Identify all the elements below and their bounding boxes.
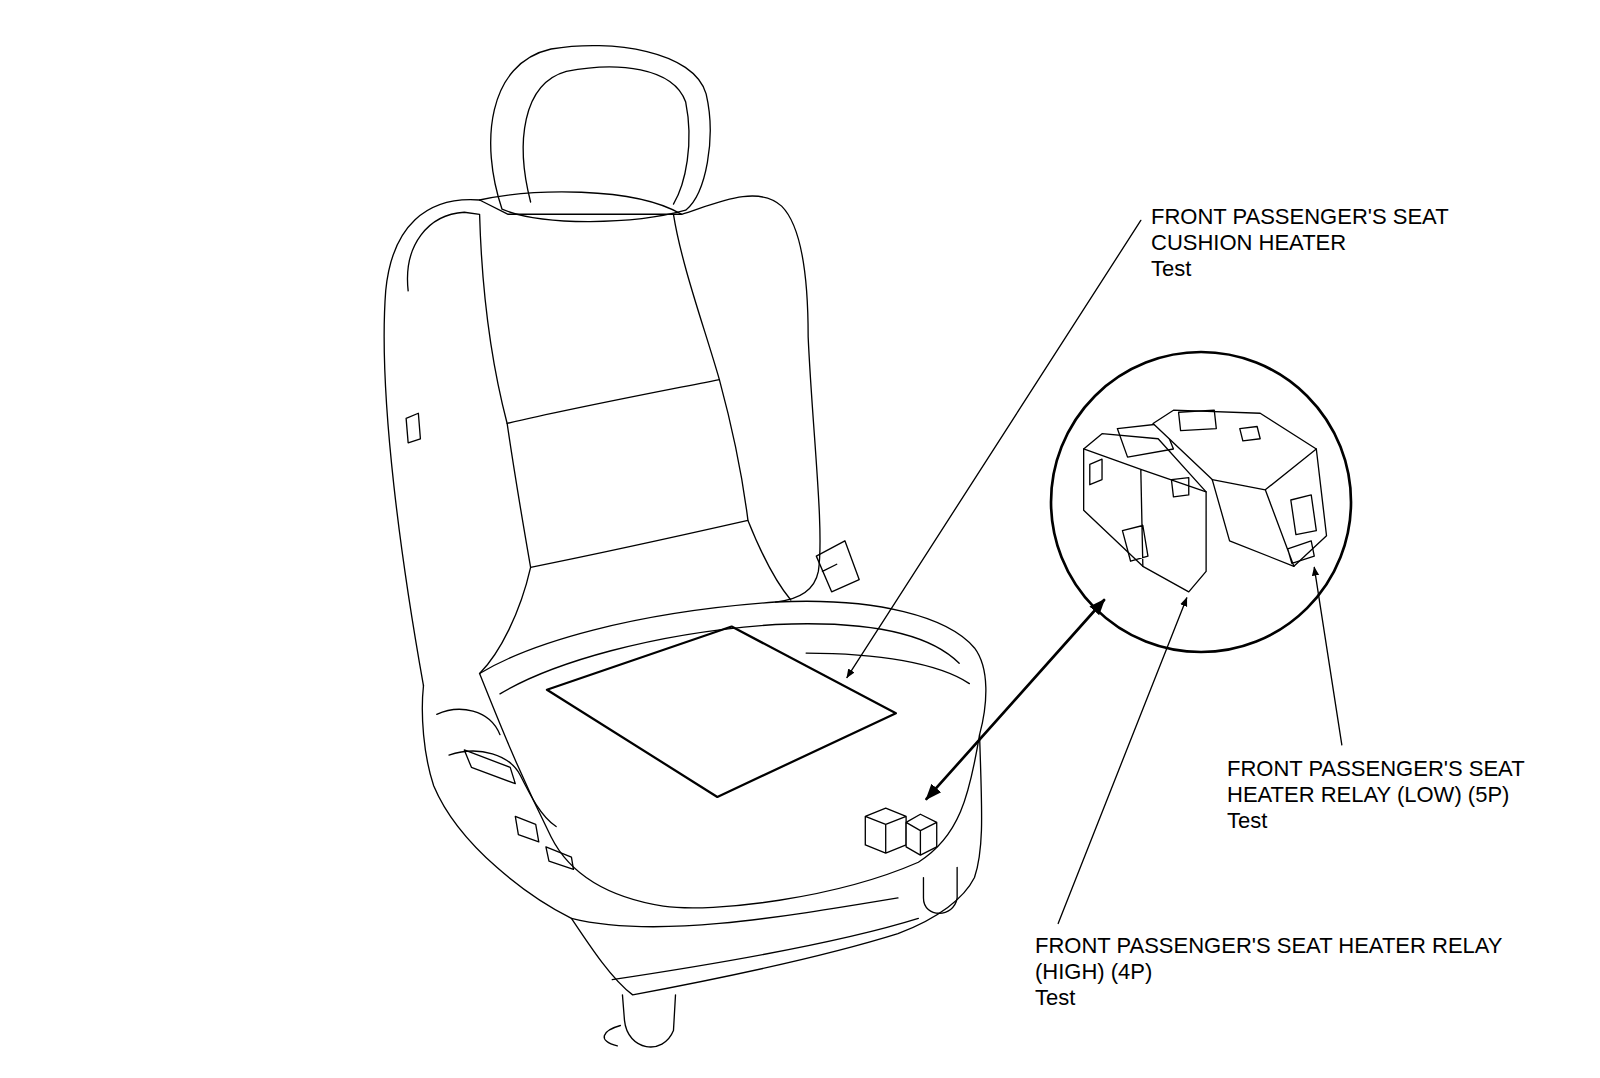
relay-box bbox=[906, 814, 937, 855]
seat-foot bbox=[604, 1026, 620, 1046]
seat-side bbox=[437, 709, 556, 826]
seat-back-seam bbox=[673, 214, 790, 600]
relay-connector bbox=[1153, 410, 1326, 566]
seat-base bbox=[422, 686, 981, 995]
detail-circle bbox=[1051, 352, 1351, 652]
seat-back-seam bbox=[531, 520, 748, 567]
buckle bbox=[816, 541, 859, 592]
test-label: Test bbox=[1227, 808, 1267, 834]
leader-line bbox=[847, 220, 1141, 677]
part-label: FRONT PASSENGER'S SEAT CUSHION HEATER bbox=[1151, 204, 1523, 256]
headrest-seam bbox=[523, 67, 689, 204]
seat-back-seam bbox=[507, 380, 719, 424]
heater-pad bbox=[547, 627, 896, 797]
seat-foot bbox=[923, 867, 957, 913]
headrest bbox=[491, 46, 710, 222]
relay-box bbox=[865, 808, 906, 853]
relay-connector bbox=[1084, 434, 1206, 592]
part-label: FRONT PASSENGER'S SEAT HEATER RELAY (LOW… bbox=[1227, 756, 1593, 808]
seat-switch bbox=[464, 750, 573, 869]
leader-line bbox=[1058, 598, 1187, 924]
seat-cushion bbox=[480, 601, 986, 908]
seat-side bbox=[571, 898, 898, 927]
seat-back-bolster bbox=[408, 212, 531, 673]
seat-side bbox=[612, 918, 918, 979]
detail-arrow bbox=[927, 600, 1105, 799]
side-tab bbox=[406, 413, 420, 443]
seat-foot bbox=[622, 995, 675, 1047]
test-label: Test bbox=[1151, 256, 1191, 282]
seat-back bbox=[384, 196, 820, 686]
relay-connector bbox=[1179, 410, 1317, 566]
part-label: FRONT PASSENGER'S SEAT HEATER RELAY (HIG… bbox=[1035, 933, 1515, 985]
leader-line bbox=[1314, 567, 1342, 745]
test-label: Test bbox=[1035, 985, 1075, 1011]
seat-back-seam bbox=[480, 192, 682, 214]
